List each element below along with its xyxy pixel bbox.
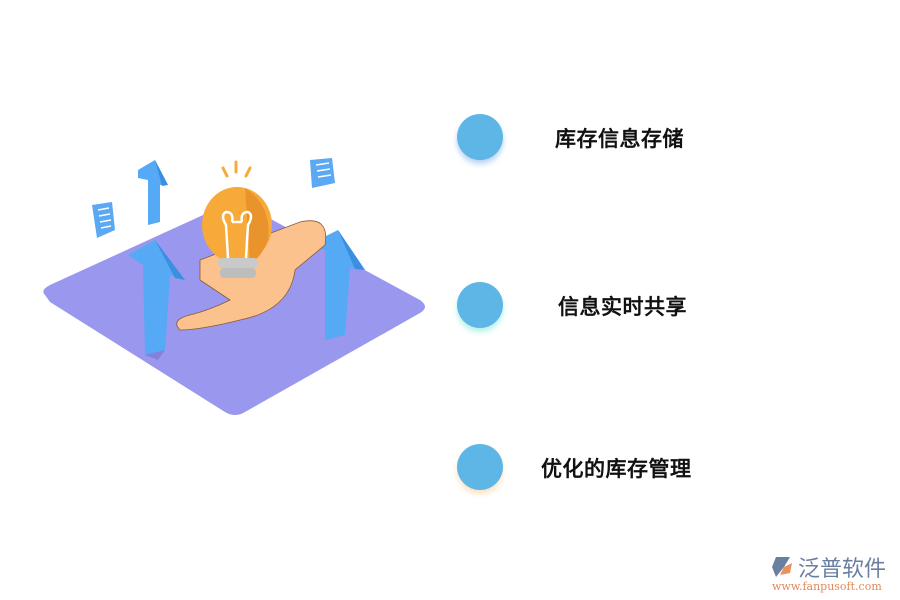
- feature-label: 信息实时共享: [558, 295, 687, 319]
- up-arrow-icon: [138, 160, 168, 225]
- document-icon: [310, 158, 335, 188]
- lightbulb-icon: [202, 160, 272, 278]
- up-arrow-icon: [308, 230, 365, 340]
- bullet-dot: [457, 282, 503, 328]
- feature-label: 优化的库存管理: [541, 457, 692, 481]
- feature-label: 库存信息存储: [555, 127, 684, 151]
- logo-icon: [772, 557, 792, 577]
- logo-url: www.fanpusoft.com: [772, 580, 882, 593]
- feature-item-3: 优化的库存管理: [455, 442, 755, 492]
- bullet-dot: [457, 444, 503, 490]
- document-icon: [92, 202, 115, 238]
- feature-item-2: 信息实时共享: [455, 280, 755, 330]
- brand-logo: 泛普软件 www.fanpusoft.com: [770, 553, 895, 595]
- bullet-dot: [457, 114, 503, 160]
- logo-name: 泛普软件: [798, 557, 887, 582]
- up-arrow-icon: [128, 240, 185, 360]
- feature-item-1: 库存信息存储: [455, 112, 755, 162]
- isometric-illustration: [40, 150, 430, 420]
